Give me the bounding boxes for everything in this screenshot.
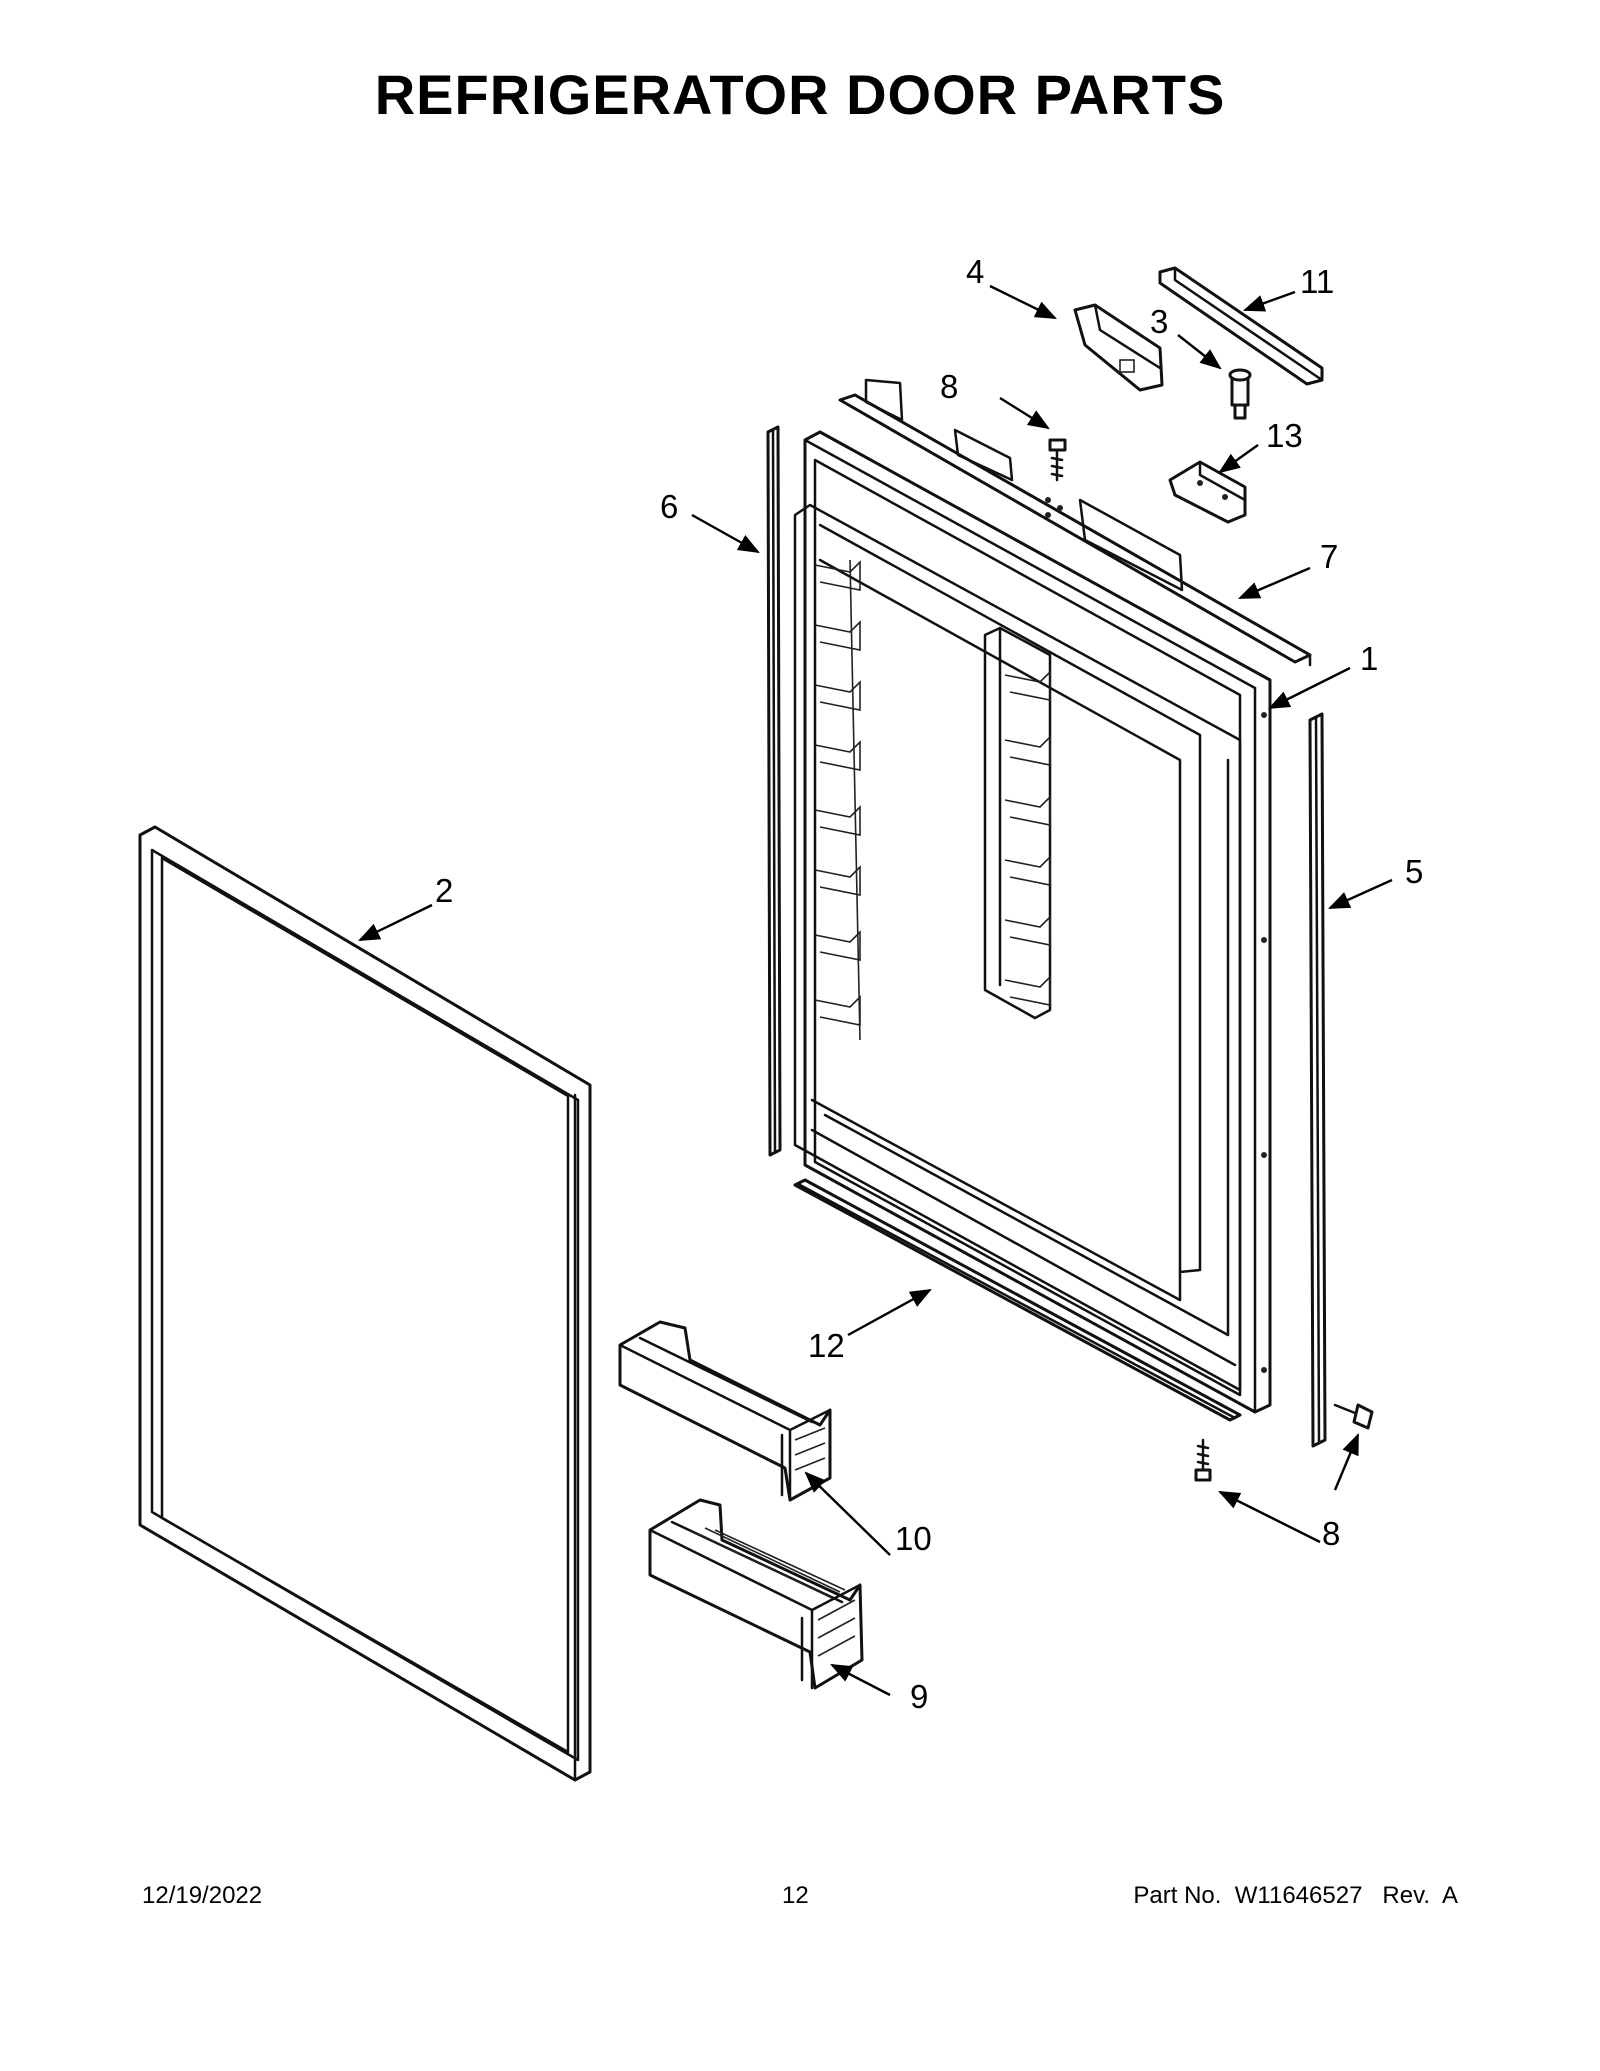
part-13-hinge-bracket: [1168, 460, 1247, 524]
part-8-screw-side: [1333, 1403, 1374, 1430]
part-12-bottom-trim: [793, 1178, 1242, 1422]
part-8-screw-bottom: [1194, 1438, 1212, 1482]
callout-10: 10: [895, 1520, 932, 1557]
callout-8-bottom: 8: [1322, 1515, 1340, 1552]
callout-8-top: 8: [940, 368, 958, 405]
callout-7: 7: [1320, 538, 1338, 575]
callout-3: 3: [1150, 303, 1168, 340]
callout-leaders: [358, 284, 1393, 1697]
footer-page-number: 12: [782, 1882, 809, 1909]
callout-2: 2: [435, 872, 453, 909]
part-5-right-trim: [1308, 712, 1327, 1448]
callout-13: 13: [1266, 417, 1303, 454]
callout-6: 6: [660, 488, 678, 525]
part-2-door-gasket: [138, 825, 592, 1782]
part-8-screw-top: [1048, 438, 1067, 482]
part-4-actuator-housing: [1073, 303, 1164, 392]
footer-part-number: Part No. W11646527 Rev. A: [1133, 1882, 1458, 1909]
part-1-door-liner: [793, 430, 1272, 1414]
part-7-top-trim: [838, 378, 1312, 667]
callout-4: 4: [966, 253, 984, 290]
part-3-hinge-pin: [1228, 368, 1252, 420]
callout-labels: 4 11 3 8 13 6 7 1 5 2 12 10 8 9: [435, 253, 1423, 1715]
page-title: REFRIGERATOR DOOR PARTS: [374, 63, 1226, 126]
part-9-door-bin: [648, 1498, 864, 1690]
part-6-left-trim: [766, 425, 782, 1157]
part-11-hinge-cover: [1158, 266, 1324, 386]
callout-5: 5: [1405, 853, 1423, 890]
callout-9: 9: [910, 1678, 928, 1715]
part-10-door-bin: [618, 1320, 832, 1502]
callout-1: 1: [1360, 640, 1378, 677]
callout-11: 11: [1300, 263, 1334, 300]
callout-12: 12: [808, 1327, 845, 1364]
footer-date: 12/19/2022: [142, 1882, 263, 1909]
